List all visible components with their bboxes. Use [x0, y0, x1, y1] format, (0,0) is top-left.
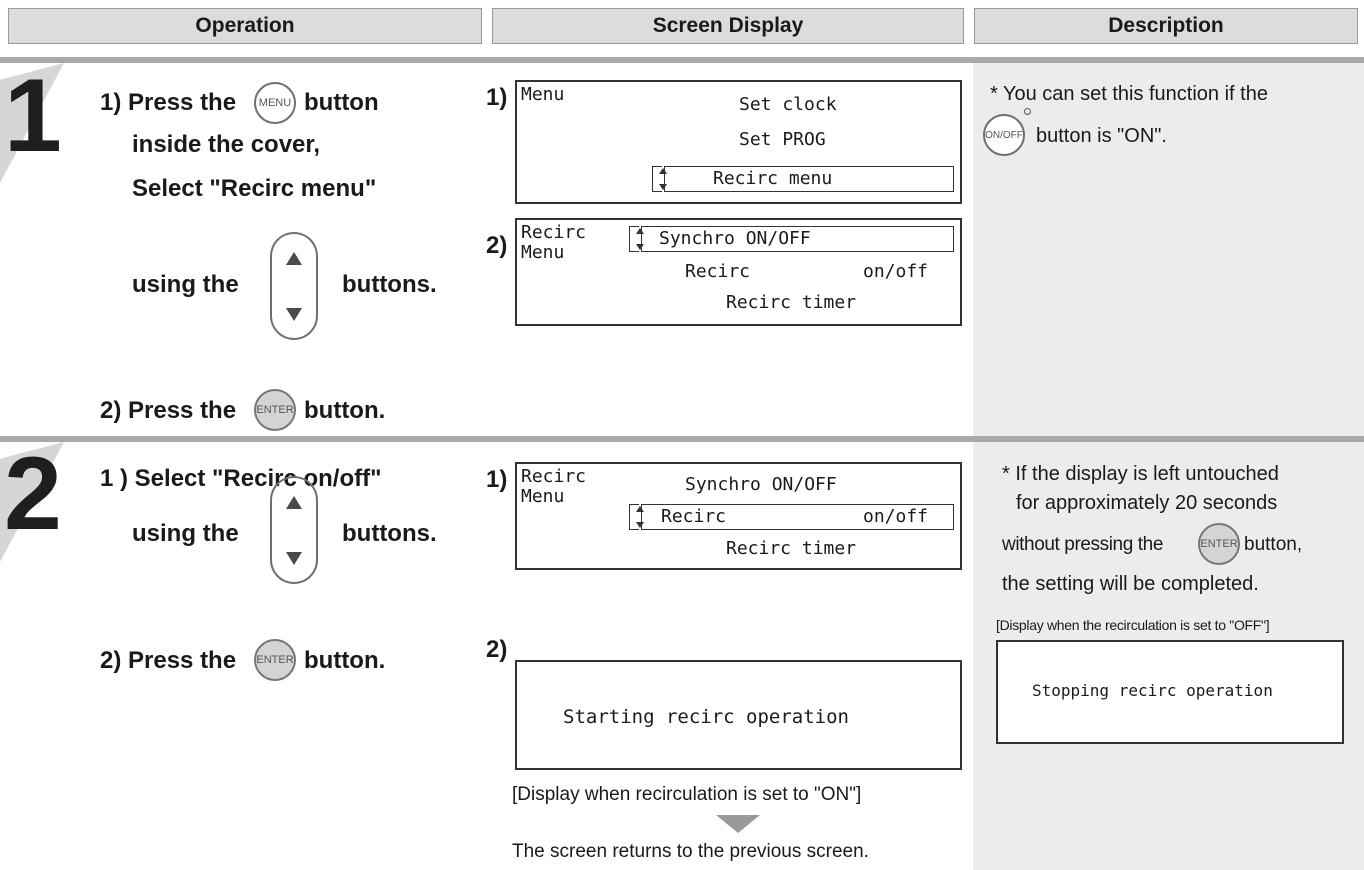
step2-using-the-text: using the — [132, 520, 239, 547]
step2-description-line1: * If the display is left untouched — [1002, 463, 1279, 485]
screen-label: 2) — [486, 636, 508, 663]
lcd-line-selected: on/off — [863, 506, 929, 527]
step1-buttons-text: buttons. — [342, 271, 437, 298]
scroll-up-icon — [636, 506, 644, 512]
return-note: The screen returns to the previous scree… — [512, 841, 869, 862]
lcd-title: Menu — [521, 242, 565, 263]
step2-select-text: 1 ) Select "Recirc on/off" — [100, 465, 382, 492]
off-display-note: [Display when the recirculation is set t… — [996, 617, 1270, 633]
up-down-buttons-icon — [270, 232, 318, 340]
lcd-line: on/off — [863, 261, 929, 282]
step2-description-line2: for approximately 20 seconds — [1016, 492, 1278, 514]
lcd-message: Stopping recirc operation — [1032, 681, 1273, 700]
up-down-buttons-icon — [270, 476, 318, 584]
onoff-button-icon: ON/OFF — [983, 114, 1025, 156]
step1-button-text: button — [304, 89, 379, 116]
lcd-line: Set PROG — [739, 129, 826, 150]
lcd-message: Starting recirc operation — [563, 706, 849, 728]
indicator-lamp-icon — [1024, 108, 1031, 115]
selection-cursor — [664, 166, 954, 192]
step1-inside-cover-text: inside the cover, — [132, 131, 321, 158]
lcd-line: Recirc — [685, 261, 751, 282]
step1-using-the-text: using the — [132, 271, 239, 298]
screen-label: 1) — [486, 84, 508, 111]
screen-label: 2) — [486, 232, 508, 259]
enter-button-icon: ENTER — [1198, 523, 1240, 565]
lcd-line: Synchro ON/OFF — [685, 474, 837, 495]
step2-description-line4: the setting will be completed. — [1002, 573, 1259, 595]
scroll-down-icon — [636, 244, 644, 250]
enter-button-icon: ENTER — [254, 639, 296, 681]
cursor-bracket-icon — [629, 504, 639, 530]
step-number-1: 1 — [4, 58, 62, 174]
lcd-line-selected: Synchro ON/OFF — [659, 228, 811, 249]
menu-button-icon: MENU — [254, 82, 296, 124]
lcd-title: Menu — [521, 486, 565, 507]
step2-press-enter-text: 2) Press the — [100, 647, 237, 674]
screen-caption: [Display when recirculation is set to "O… — [512, 784, 862, 805]
lcd-line: Recirc timer — [726, 538, 857, 559]
scroll-down-icon — [659, 184, 667, 190]
screen-label: 1) — [486, 466, 508, 493]
lcd-screen-recirc-menu: Recirc Menu Synchro ON/OFF Recirc on/off… — [515, 462, 962, 570]
step2-description-line3: without pressing the — [1002, 534, 1163, 555]
step1-press-enter-text: 2) Press the — [100, 397, 237, 424]
step1-select-recirc-menu-text: Select "Recirc menu" — [132, 175, 377, 202]
step2-buttons-text: buttons. — [342, 520, 437, 547]
scroll-up-icon — [659, 168, 667, 174]
lcd-title: Recirc — [521, 466, 587, 487]
lcd-title: Menu — [521, 84, 565, 105]
header-operation: Operation — [8, 8, 482, 44]
description-panel-step1 — [973, 63, 1364, 436]
step2-description-line3-end: button, — [1244, 534, 1303, 555]
scroll-up-icon — [636, 228, 644, 234]
step1-description-line1: * You can set this function if the — [990, 83, 1268, 105]
step2-button2-text: button. — [304, 647, 386, 674]
lcd-screen-starting: Starting recirc operation — [515, 660, 962, 770]
selection-cursor — [641, 504, 954, 530]
lcd-screen-recirc-menu: Recirc Menu Synchro ON/OFF Recirc on/off… — [515, 218, 962, 326]
step1-press-text: 1) Press the — [100, 89, 237, 116]
enter-button-icon: ENTER — [254, 389, 296, 431]
cursor-bracket-icon — [629, 226, 639, 252]
lcd-title: Recirc — [521, 222, 587, 243]
lcd-line: Recirc timer — [726, 292, 857, 313]
section-divider — [0, 436, 1364, 442]
header-description: Description — [974, 8, 1358, 44]
arrow-down-icon — [716, 815, 760, 833]
section-divider — [0, 57, 1364, 63]
cursor-bracket-icon — [652, 166, 662, 192]
lcd-line: Set clock — [739, 94, 837, 115]
step1-button2-text: button. — [304, 397, 386, 424]
lcd-screen-stopping: Stopping recirc operation — [996, 640, 1344, 744]
step-number-2: 2 — [4, 436, 62, 552]
lcd-line-selected: Recirc menu — [713, 168, 833, 189]
lcd-screen-menu: Menu Set clock Set PROG Recirc menu — [515, 80, 962, 204]
header-screen-display: Screen Display — [492, 8, 964, 44]
step1-description-line2: button is "ON". — [1036, 125, 1167, 147]
scroll-down-icon — [636, 522, 644, 528]
lcd-line-selected: Recirc — [661, 506, 727, 527]
selection-cursor — [641, 226, 954, 252]
